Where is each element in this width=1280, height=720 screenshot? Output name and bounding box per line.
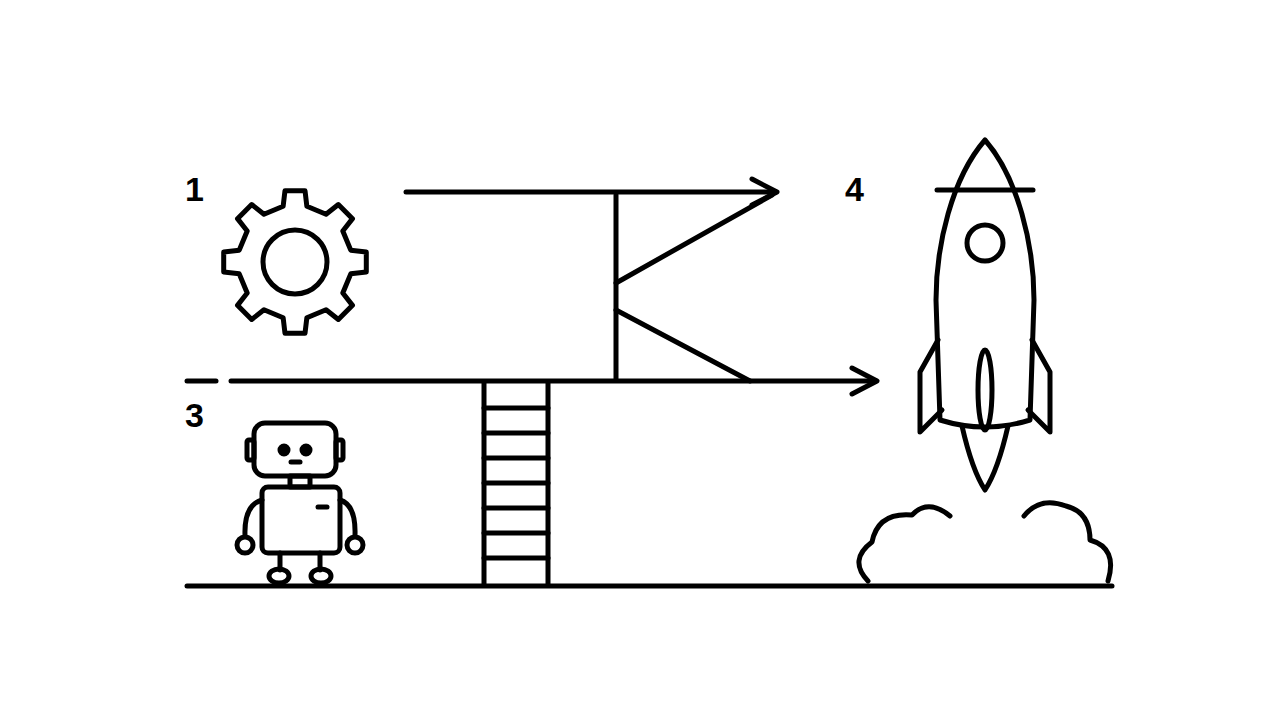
upper-arrow-line <box>406 190 774 195</box>
rocket-icon <box>920 140 1050 490</box>
vertical-post <box>614 195 619 380</box>
ladder <box>484 382 548 585</box>
robot-icon <box>237 423 363 583</box>
smoke-cloud <box>859 503 1111 581</box>
diagonal-arrow-line <box>616 195 772 283</box>
diagonal-brace <box>616 310 750 381</box>
callout-number: 1 <box>185 172 204 206</box>
callout-number: 3 <box>185 398 204 432</box>
lower-arrow-line <box>231 379 874 384</box>
dash-line <box>187 379 216 384</box>
callout-number: 4 <box>845 172 864 206</box>
gear-icon <box>224 191 367 334</box>
arrow-head <box>852 368 877 394</box>
